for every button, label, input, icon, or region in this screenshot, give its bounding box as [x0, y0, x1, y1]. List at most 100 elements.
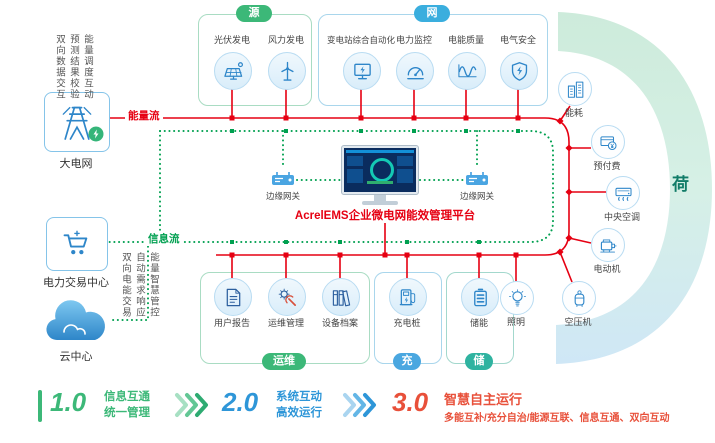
equipment-archive-icon — [332, 289, 350, 306]
label-equipment-archive: 设备档案 — [321, 318, 358, 328]
legend-version-3: 3.0 — [392, 387, 429, 417]
label-solar: 光伏发电 — [213, 35, 250, 45]
label-ev-charger: 充电桩 — [393, 318, 421, 328]
air-compressor-icon — [574, 289, 584, 307]
vtext-bidirectional-trading: 双向电能交易 — [120, 252, 131, 318]
label-air-compressor: 空压机 — [564, 317, 592, 327]
legend-2-line-2: 高效运行 — [276, 407, 322, 419]
edge-gateway-right — [464, 169, 490, 196]
label-power-quality: 电能质量 — [447, 35, 484, 45]
lighting-bulb-icon — [508, 288, 526, 306]
legend-3-line-2: 多能互补/充分自治/能源互联、信息互通、双向互动 — [444, 413, 670, 424]
cloud-center — [40, 296, 112, 351]
label-edge-gateway-left: 边缘网关 — [265, 191, 300, 201]
electrical-safety-shield-icon — [511, 61, 527, 81]
edge-gateway-left — [270, 169, 296, 196]
platform-monitor — [341, 145, 419, 195]
user-report-icon — [226, 288, 240, 306]
prepaid-card-icon — [599, 135, 617, 150]
label-big-grid: 大电网 — [59, 158, 93, 170]
vtext-forecast-check: 预测结果校验 — [68, 34, 79, 100]
vtext-dispatch-interaction: 能量调度互动 — [82, 34, 93, 100]
ev-charger-icon — [399, 288, 415, 305]
gateway-device-icon — [466, 172, 488, 185]
transmission-tower-icon — [62, 106, 92, 140]
substation-automation-icon — [353, 63, 371, 79]
source-group-pill: 源 — [236, 5, 272, 22]
energy-flow-label: 能量流 — [125, 109, 163, 123]
node-air-compressor — [562, 281, 596, 315]
legend-1-line-2: 统一管理 — [104, 407, 150, 419]
label-electric-motor: 电动机 — [593, 264, 621, 274]
legend-1-line-1: 信息互通 — [104, 391, 150, 403]
central-ac-icon — [614, 187, 632, 201]
power-quality-wave-icon — [457, 63, 477, 77]
grid-group-pill: 网 — [414, 5, 450, 22]
maintenance-tools-icon — [278, 288, 296, 306]
node-central-ac — [606, 176, 640, 210]
label-wind: 风力发电 — [267, 35, 304, 45]
label-substation: 变电站综合自动化 — [326, 35, 395, 45]
charge-group-pill: 充 — [393, 353, 421, 370]
node-solar — [214, 52, 252, 90]
lightning-bolt-icon — [88, 126, 104, 142]
trading-cart-icon — [63, 230, 88, 255]
label-lighting: 照明 — [506, 317, 525, 327]
monitor-stand-base — [362, 201, 398, 205]
node-maintenance — [268, 278, 306, 316]
electric-motor-icon — [599, 239, 617, 252]
label-user-report: 用户报告 — [213, 318, 250, 328]
label-maintenance: 运维管理 — [267, 318, 304, 328]
legend-3-line-1: 智慧自主运行 — [444, 392, 523, 407]
label-cloud-center: 云中心 — [59, 351, 93, 363]
solar-panel-icon — [223, 61, 243, 80]
vtext-demand-response: 自动需求响应 — [134, 252, 145, 318]
label-energy-consumption: 能耗 — [564, 108, 583, 118]
node-energy-consumption — [558, 72, 592, 106]
load-arc-title: 荷 — [672, 175, 689, 194]
node-wind — [268, 52, 306, 90]
node-power-quality — [448, 52, 486, 90]
chevron-arrows-blue-icon — [342, 392, 378, 423]
wind-turbine-icon — [280, 61, 294, 81]
platform-screen — [344, 148, 416, 192]
label-power-monitoring: 电力监控 — [395, 35, 432, 45]
gateway-device-icon — [272, 172, 294, 185]
info-flow-label: 信息流 — [145, 232, 183, 246]
big-grid-box — [44, 92, 110, 152]
node-ev-charger — [389, 278, 427, 316]
legend-version-2: 2.0 — [222, 387, 259, 417]
om-group-pill: 运维 — [262, 353, 306, 370]
node-substation — [343, 52, 381, 90]
node-electric-motor — [591, 228, 625, 262]
label-edge-gateway-right: 边缘网关 — [459, 191, 494, 201]
monitor-stand-neck — [374, 195, 386, 201]
label-battery-storage: 储能 — [469, 318, 488, 328]
legend-2-line-1: 系统互动 — [276, 391, 322, 403]
label-power-trading: 电力交易中心 — [43, 277, 109, 289]
node-electrical-safety — [500, 52, 538, 90]
chevron-arrows-green-icon — [174, 392, 210, 423]
platform-title: AcrelEMS企业微电网能效管理平台 — [294, 210, 476, 222]
vtext-bidirectional-data: 双向数据交互 — [54, 34, 65, 100]
storage-group-pill: 储 — [465, 353, 493, 370]
node-power-monitoring — [396, 52, 434, 90]
power-trading-box — [46, 217, 108, 271]
label-electrical-safety: 电气安全 — [499, 35, 536, 45]
cloud-icon — [46, 300, 105, 341]
power-monitoring-gauge-icon — [406, 66, 424, 79]
label-central-ac: 中央空调 — [603, 212, 640, 222]
legend-accent-bar — [38, 390, 42, 422]
battery-storage-icon — [473, 288, 487, 306]
vtext-smart-control: 能量智慧管控 — [148, 252, 159, 318]
node-lighting — [500, 281, 534, 315]
grid-bolt-badge — [88, 126, 104, 147]
node-user-report — [214, 278, 252, 316]
label-prepaid: 预付费 — [593, 161, 621, 171]
building-energy-icon — [567, 81, 583, 98]
node-battery-storage — [461, 278, 499, 316]
node-prepaid — [591, 125, 625, 159]
